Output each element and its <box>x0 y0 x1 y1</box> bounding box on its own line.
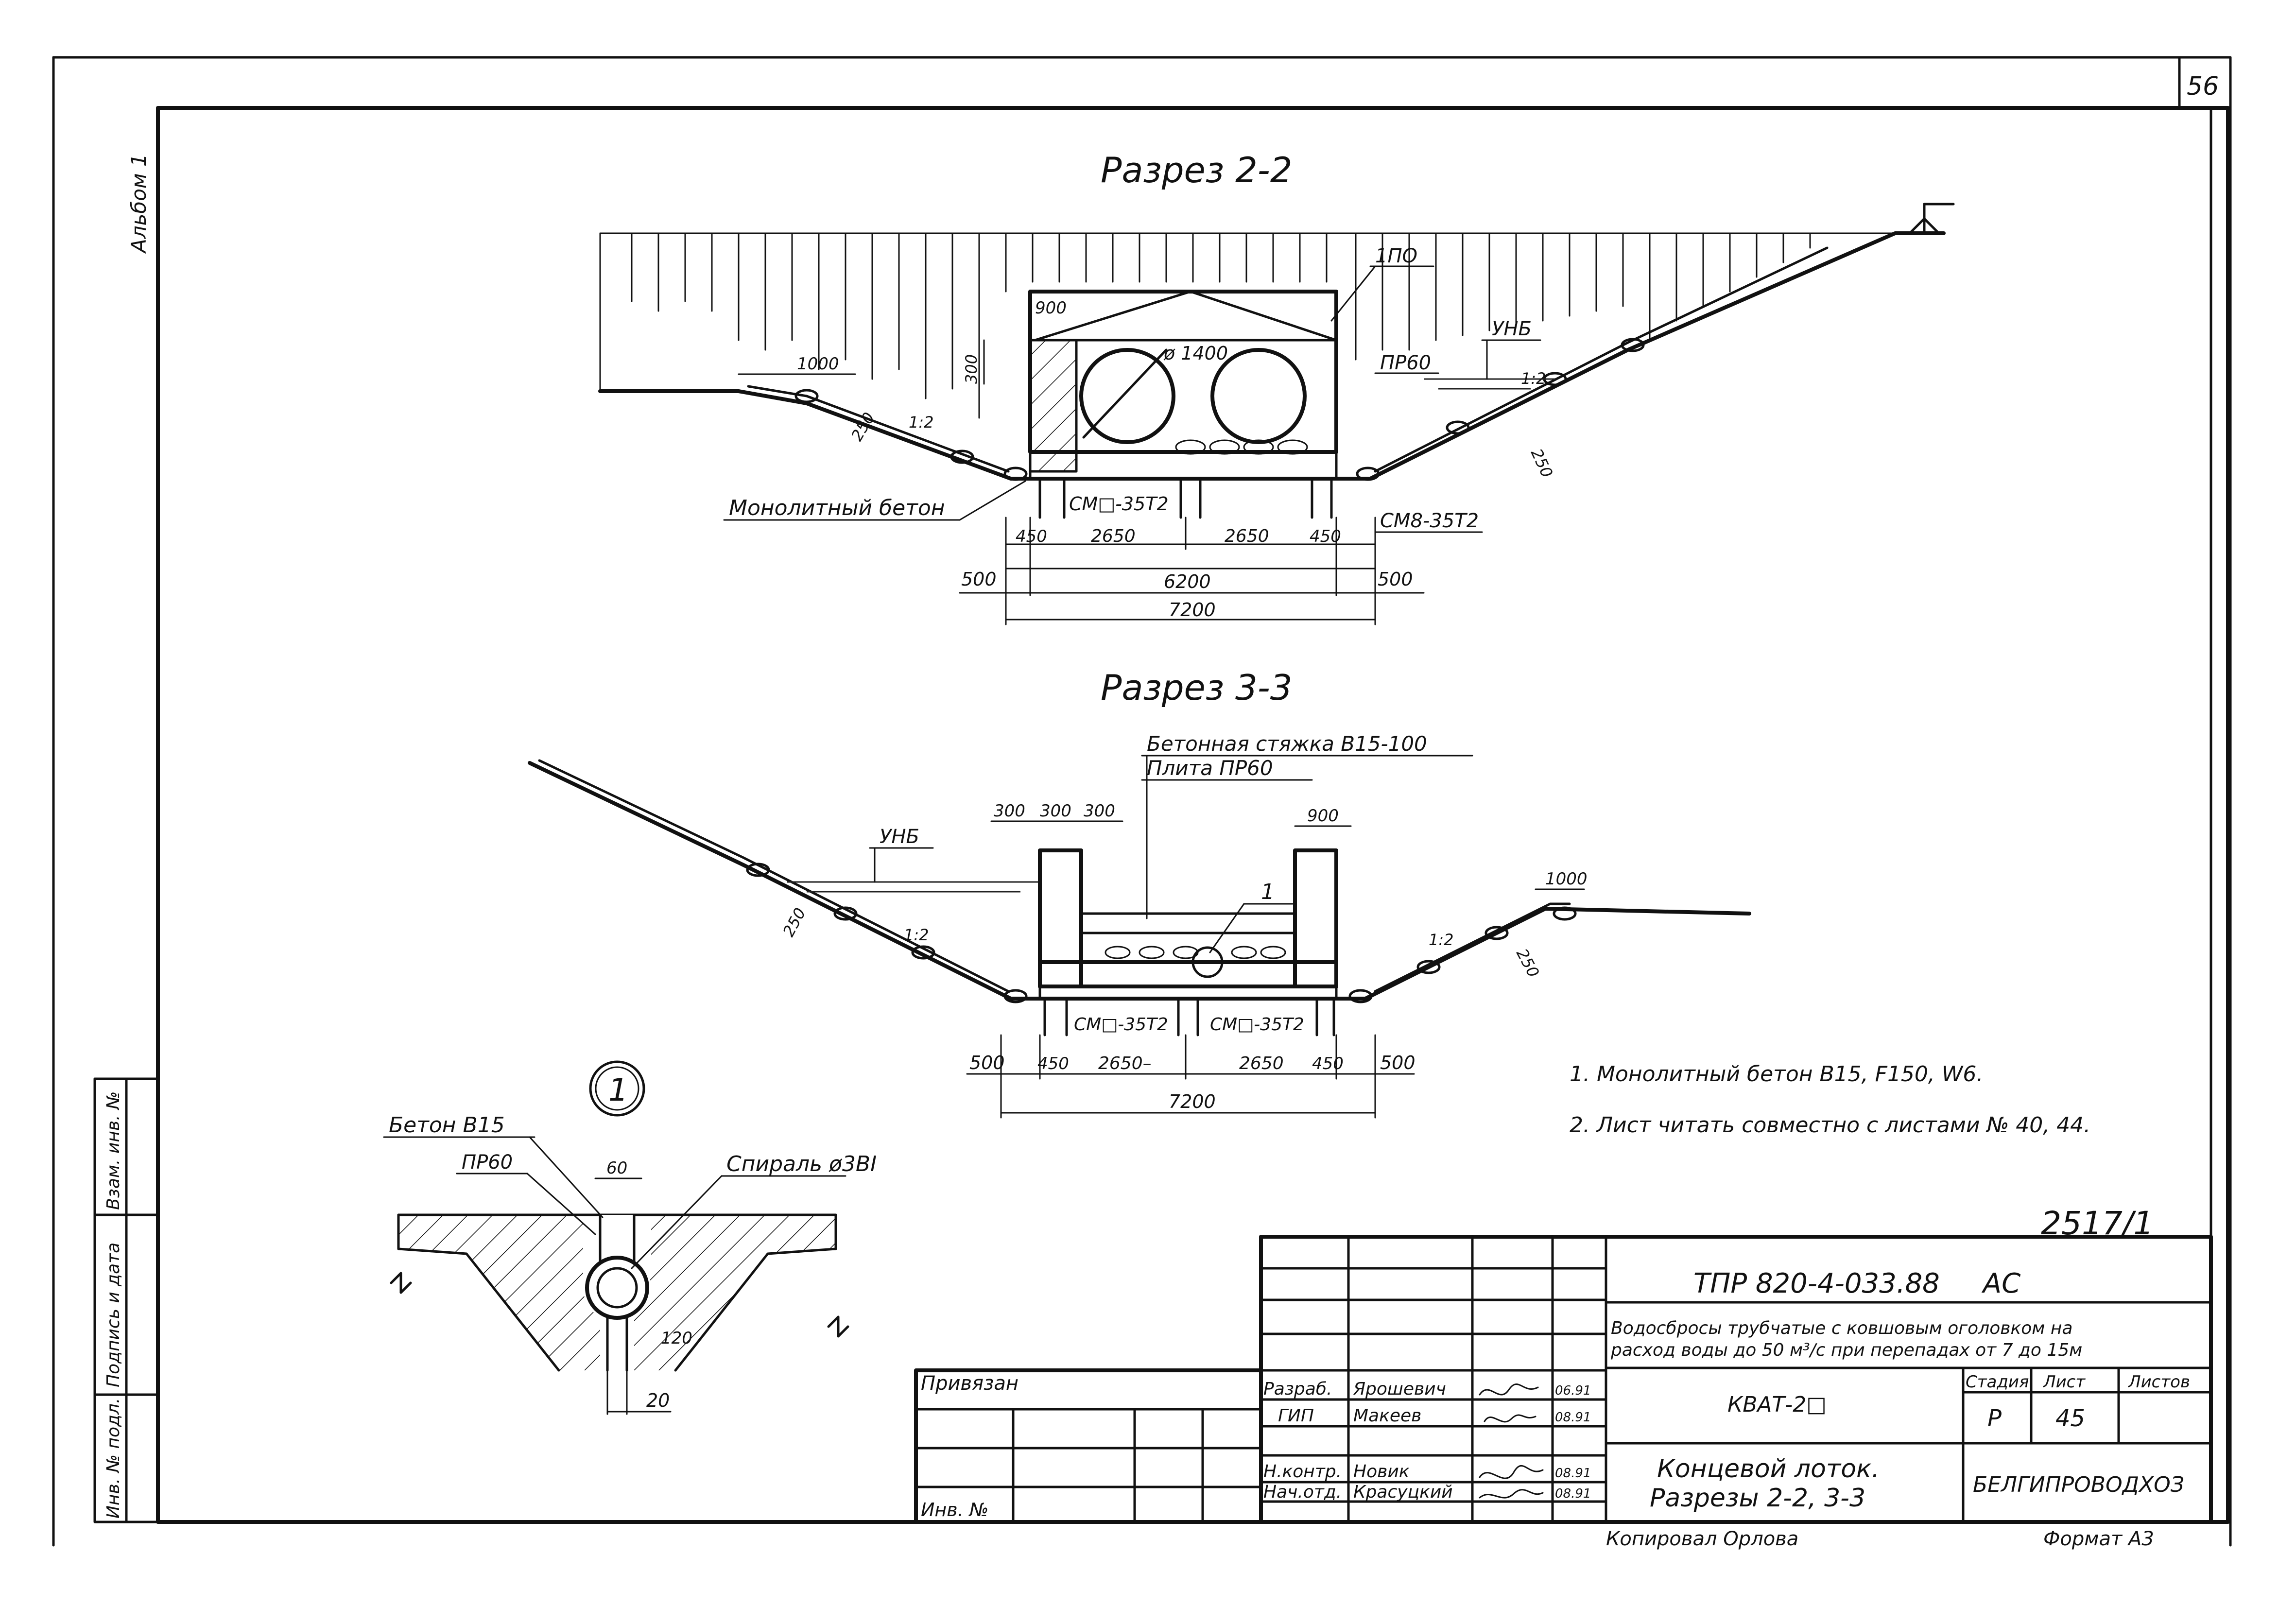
dim-7200-2-2: 7200 <box>1169 599 1216 621</box>
detail-concrete: Бетон В15 <box>389 1113 505 1138</box>
format-label: Формат А3 <box>2043 1528 2154 1550</box>
label-slope-right-2-2: 1:2 <box>1521 369 1546 388</box>
detail-spiral: Спираль ø3ВI <box>726 1152 877 1176</box>
detail-dim-20: 20 <box>646 1390 670 1411</box>
culvert-2-2 <box>1028 290 1338 480</box>
stamp-sheets-header: Листов <box>2127 1372 2190 1392</box>
label-monolith: Монолитный бетон <box>729 496 945 520</box>
dim-300c-3-3: 300 <box>1084 801 1115 821</box>
stamp-stage: Р <box>1987 1405 2002 1432</box>
dim-450-left-2-2: 450 <box>1016 527 1047 546</box>
label-unb-3-3: УНБ <box>880 826 919 848</box>
detail-marker: 1 <box>608 1072 628 1108</box>
strip-vzam-inv: Взам. инв. № <box>104 1091 123 1210</box>
copied-by: Копировал Орлова <box>1606 1528 1798 1550</box>
label-cm-left-3-3: СМ□-35Т2 <box>1074 1015 1168 1035</box>
dim-2650-right-2-2: 2650 <box>1225 526 1269 546</box>
detail-dim-120: 120 <box>661 1329 692 1348</box>
signatures <box>1479 1383 1544 1499</box>
dim-450-right-2-2: 450 <box>1310 527 1341 546</box>
section-3-3: Разрез 3-3 <box>528 667 1751 1119</box>
basin-3-3 <box>1038 848 1338 1000</box>
label-screed: Бетонная стяжка В15-100 <box>1147 732 1427 756</box>
dim-300-2-2: 300 <box>962 354 981 384</box>
stamp-date-3: 08.91 <box>1555 1486 1591 1501</box>
dim-2650-left-2-2: 2650 <box>1091 526 1136 546</box>
dim-500-right-2-2: 500 <box>1378 569 1413 590</box>
stamp-sheet-title-2: Разрезы 2-2, 3-3 <box>1650 1484 1865 1513</box>
dim-7200-3-3: 7200 <box>1169 1091 1216 1112</box>
stamp-code: ТПР 820-4-033.88 АС <box>1693 1268 2020 1299</box>
stamp-date-0: 06.91 <box>1555 1383 1591 1398</box>
dim-500-left-2-2: 500 <box>961 569 997 590</box>
dim-500-right-3-3: 500 <box>1380 1052 1416 1073</box>
section-2-2-title: Разрез 2-2 <box>1101 150 1293 190</box>
label-cm-left-2-2: СМ□-35Т2 <box>1069 493 1169 515</box>
stamp-role-2: Н.контр. <box>1263 1462 1342 1482</box>
detail-pr60: ПР60 <box>462 1151 513 1174</box>
stamp-role-0: Разраб. <box>1263 1379 1332 1399</box>
left-strip: Инв. № подл. Подпись и дата Взам. инв. № <box>93 1077 159 1523</box>
stamp-date-2: 08.91 <box>1555 1466 1591 1481</box>
page-number: 56 <box>2187 72 2219 101</box>
detail-1: 1 Бетон В15 ПР60 Спираль ø3ВI 60 120 20 <box>383 1060 877 1415</box>
label-cm-right-2-2: СМ8-35Т2 <box>1380 510 1479 532</box>
dim-900-3-3: 900 <box>1307 806 1339 826</box>
stamp-sheet-header: Лист <box>2042 1372 2086 1392</box>
dim-2650-left-3-3: 2650– <box>1098 1054 1152 1073</box>
label-cm-right-3-3: СМ□-35Т2 <box>1210 1015 1304 1035</box>
dim-300a-3-3: 300 <box>994 801 1025 821</box>
stamp-sheet: 45 <box>2055 1405 2085 1432</box>
album-label: Альбом 1 <box>127 154 151 254</box>
dim-1000-3-3: 1000 <box>1545 869 1588 889</box>
stamp-project-line2: расход воды до 50 м³/с при перепадах от … <box>1610 1340 2082 1360</box>
stamp-project-line1: Водосбросы трубчатые с ковшовым оголовко… <box>1611 1318 2072 1338</box>
stamp-name-2: Новик <box>1353 1462 1410 1482</box>
stamp-name-3: Красуцкий <box>1353 1482 1453 1502</box>
detail-dim-60: 60 <box>606 1158 627 1178</box>
dim-500-left-3-3: 500 <box>969 1052 1005 1073</box>
strip-signature-date: Подпись и дата <box>104 1243 123 1387</box>
dim-1000-2-2: 1000 <box>797 354 839 374</box>
backfill-ticks <box>599 232 1896 419</box>
label-slope-left-3-3: 1:2 <box>904 926 929 944</box>
note-2: 2. Лист читать совместно с листами № 40,… <box>1570 1113 2090 1138</box>
label-1po: 1ПО <box>1375 245 1417 267</box>
label-callout-1: 1 <box>1261 880 1275 904</box>
dim-300b-3-3: 300 <box>1040 801 1071 821</box>
stamp-role-1: ГИП <box>1278 1406 1314 1426</box>
stamp-object: КВАТ-2□ <box>1727 1392 1827 1417</box>
label-slope-left-2-2: 1:2 <box>909 413 934 432</box>
label-unb-2-2: УНБ <box>1492 318 1532 340</box>
dim-250-right-3-3: 250 <box>1513 946 1543 981</box>
dim-450-left-3-3: 450 <box>1037 1054 1069 1073</box>
note-1: 1. Монолитный бетон В15, F150, W6. <box>1570 1062 1983 1087</box>
dim-450-right-3-3: 450 <box>1312 1054 1344 1073</box>
title-block: 2517/1 <box>914 1205 2213 1524</box>
dim-250-right-2-2: 250 <box>1527 446 1556 480</box>
stamp-org: БЕЛГИПРОВОДХОЗ <box>1973 1472 2184 1497</box>
section-3-3-title: Разрез 3-3 <box>1101 667 1293 708</box>
section-2-2: Разрез 2-2 <box>598 150 1955 625</box>
stamp-name-1: Макеев <box>1353 1406 1421 1426</box>
stamp-sheet-title-1: Концевой лоток. <box>1657 1454 1880 1484</box>
strip-inv-podl: Инв. № подл. <box>104 1398 123 1519</box>
label-slope-right-3-3: 1:2 <box>1429 931 1454 949</box>
dim-2650-right-3-3: 2650 <box>1239 1054 1284 1073</box>
dim-900-2-2: 900 <box>1035 298 1067 318</box>
stamp-name-0: Ярошевич <box>1353 1379 1446 1399</box>
stamp-inv-no: Инв. № <box>921 1499 988 1521</box>
stamp-privyazan: Привязан <box>921 1372 1019 1395</box>
label-plate-pr60: Плита ПР60 <box>1147 756 1273 780</box>
stamp-stage-header: Стадия <box>1966 1372 2029 1392</box>
label-pipe-dia: ø 1400 <box>1163 343 1228 364</box>
dim-250-left-3-3: 250 <box>779 905 810 940</box>
dim-6200: 6200 <box>1164 571 1211 592</box>
stamp-date-1: 08.91 <box>1555 1410 1591 1425</box>
stamp-role-3: Нач.отд. <box>1263 1482 1342 1502</box>
label-pr60-2-2: ПР60 <box>1380 352 1431 374</box>
